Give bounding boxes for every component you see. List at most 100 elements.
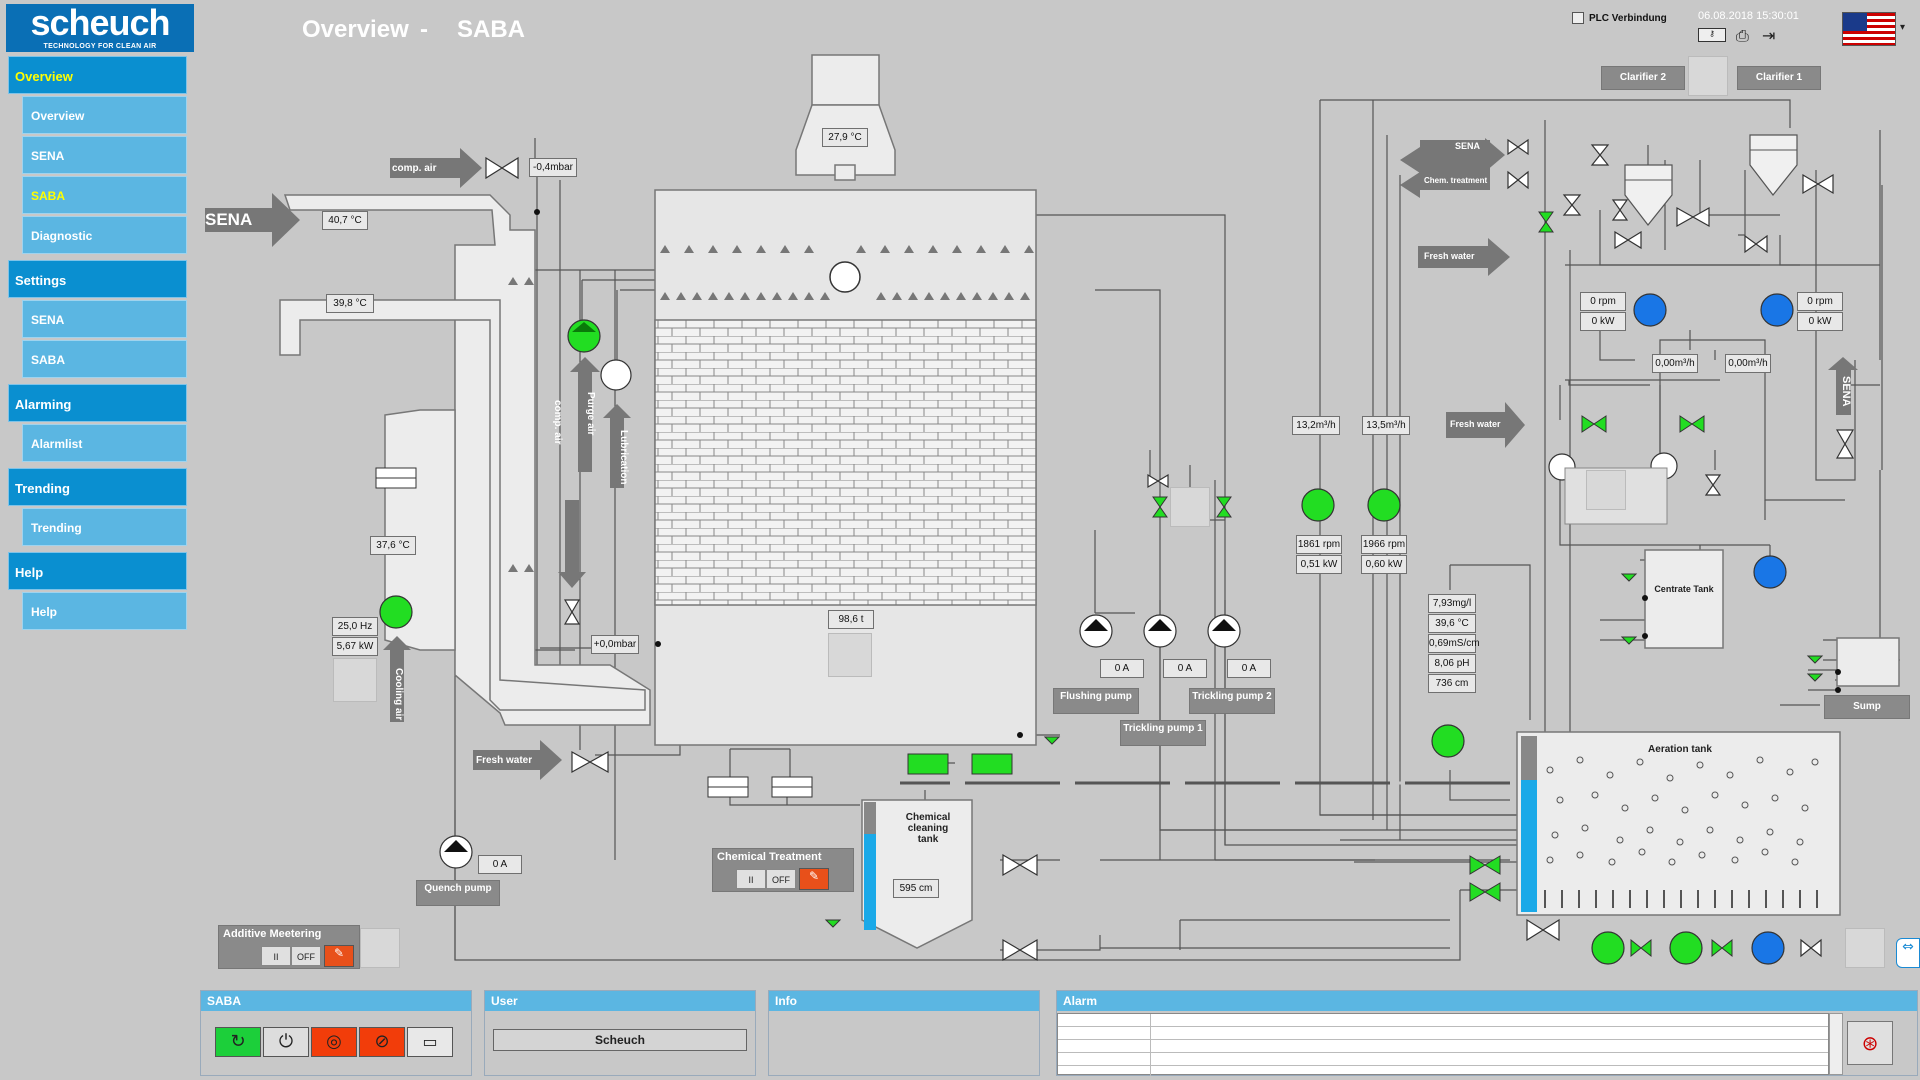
quench-pump-label: Quench pump — [416, 880, 500, 906]
measure-level: 736 cm — [1428, 674, 1476, 693]
plc-checkbox[interactable] — [1572, 12, 1584, 24]
user-panel-header: User — [485, 991, 755, 1011]
fresh-water-2-label: Fresh water — [1424, 251, 1475, 261]
flushing-pump-label: Flushing pump — [1053, 688, 1139, 714]
pressure-bottom: +0,0mbar — [591, 635, 639, 654]
info-panel: Info — [768, 990, 1040, 1076]
chemical-tank-level: 595 cm — [893, 879, 939, 898]
additive-off-switch[interactable]: OFF — [291, 946, 321, 966]
alarm-acknowledge-icon[interactable]: ⊛ — [1847, 1021, 1893, 1065]
chemical-treatment-panel: Chemical Treatment II OFF ✎ — [712, 848, 854, 892]
purge-air-label: Purge air — [585, 392, 596, 436]
datetime: 06.08.2018 15:30:01 — [1698, 10, 1799, 22]
trickling2-current: 0 A — [1227, 659, 1271, 678]
additive-metering-panel: Additive Meetering II OFF ✎ — [218, 925, 360, 969]
chemical-tank-label: Chemical cleaning tank — [905, 812, 951, 845]
trickling-pump-2-label: Trickling pump 2 — [1189, 688, 1275, 714]
page-subtitle: SABA — [457, 16, 526, 43]
fresh-water-3-label: Fresh water — [1450, 419, 1501, 429]
clarifier-2-button[interactable]: Clarifier 2 — [1601, 66, 1685, 90]
pump2-kw: 0,60 kW — [1361, 555, 1407, 574]
nav-overview-sena[interactable]: SENA — [22, 136, 187, 174]
zoom-additive-icon[interactable] — [360, 928, 400, 968]
us-flag-icon[interactable] — [1842, 12, 1896, 46]
scheuch-logo: scheuch TECHNOLOGY FOR CLEAN AIR — [6, 4, 194, 52]
zoom-tower-icon[interactable] — [828, 633, 872, 677]
saba-panel: SABA ↻ ⏻ ◎ ⊘ ▭ — [200, 990, 472, 1076]
nav-settings-sena[interactable]: SENA — [22, 300, 187, 338]
user-panel: User Scheuch — [484, 990, 756, 1076]
lubrication-label: Lubrication — [618, 430, 629, 485]
clarifier-left-flow: 0,00m³/h — [1652, 354, 1698, 373]
nav-diagnostic[interactable]: Diagnostic — [22, 216, 187, 254]
cooling-air-label: Cooling air — [393, 668, 404, 721]
chem-off-switch[interactable]: OFF — [766, 869, 796, 889]
zoom-centrifuge-icon[interactable] — [1586, 470, 1626, 510]
temp-inlet: 40,7 °C — [322, 211, 368, 230]
alarm-list[interactable] — [1057, 1013, 1829, 1076]
emergency-icon[interactable]: ⊘ — [359, 1027, 405, 1057]
fan-frequency: 25,0 Hz — [332, 617, 378, 636]
nav-trending-sub[interactable]: Trending — [22, 508, 187, 546]
nav-overview[interactable]: Overview — [8, 56, 187, 94]
nav-overview-overview[interactable]: Overview — [22, 96, 187, 134]
power-icon[interactable]: ⏻ — [263, 1027, 309, 1057]
nav-settings[interactable]: Settings — [8, 260, 187, 298]
chevron-down-icon[interactable]: ▾ — [1900, 22, 1906, 33]
saba-panel-header: SABA — [201, 991, 471, 1011]
folder-icon[interactable]: ▭ — [407, 1027, 453, 1057]
fan-power: 5,67 kW — [332, 637, 378, 656]
key-icon[interactable]: ⚷ — [1698, 28, 1726, 42]
zoom-trickling-icon[interactable] — [1170, 487, 1210, 527]
plc-label: PLC Verbindung — [1589, 13, 1667, 24]
nav-overview-saba[interactable]: SABA — [22, 176, 187, 214]
quench-current: 0 A — [478, 855, 522, 874]
nav-settings-saba[interactable]: SABA — [22, 340, 187, 378]
sump-label: Sump — [1824, 695, 1910, 719]
pump2-rpm: 1966 rpm — [1361, 535, 1407, 554]
sena-inlet-label: SENA — [205, 210, 253, 229]
logo-tagline: TECHNOLOGY FOR CLEAN AIR — [43, 43, 157, 50]
nav-help-sub[interactable]: Help — [22, 592, 187, 630]
clarifier-left-rpm: 0 rpm — [1580, 292, 1626, 311]
zoom-fan-icon[interactable] — [333, 658, 377, 702]
alarm-panel-header: Alarm — [1057, 991, 1917, 1011]
clarifier-right-kw: 0 kW — [1797, 312, 1843, 331]
stop-icon[interactable]: ◎ — [311, 1027, 357, 1057]
additive-auto-icon[interactable]: ✎ — [324, 945, 354, 967]
start-icon[interactable]: ↻ — [215, 1027, 261, 1057]
logout-icon[interactable]: ⇥ — [1762, 26, 1776, 45]
chem-manual-switch[interactable]: II — [736, 869, 766, 889]
process-diagram — [205, 54, 1900, 965]
zoom-aeration-icon[interactable] — [1845, 928, 1885, 968]
measure-oxygen: 7,93mg/l — [1428, 594, 1476, 613]
chem-treatment-outlet-label: Chem. treatment — [1424, 176, 1488, 185]
info-panel-header: Info — [769, 991, 1039, 1011]
chem-auto-icon[interactable]: ✎ — [799, 868, 829, 890]
clarifier-right-rpm: 0 rpm — [1797, 292, 1843, 311]
nav-alarming[interactable]: Alarming — [8, 384, 187, 422]
flow-2: 13,5m³/h — [1362, 416, 1410, 435]
measure-ph: 8,06 pH — [1428, 654, 1476, 673]
alarm-scrollbar[interactable] — [1829, 1013, 1843, 1075]
nav-help[interactable]: Help — [8, 552, 187, 590]
additive-manual-switch[interactable]: II — [261, 946, 291, 966]
trickling-pump-1-label: Trickling pump 1 — [1120, 720, 1206, 746]
nav-trending[interactable]: Trending — [8, 468, 187, 506]
comp-air-vertical-label: comp. air — [552, 400, 563, 445]
alarm-panel: Alarm ⊛ — [1056, 990, 1918, 1076]
clarifier-1-button[interactable]: Clarifier 1 — [1737, 66, 1821, 90]
measure-conductivity: 0,69mS/cm — [1428, 634, 1480, 653]
printer-icon[interactable]: ⎙ — [1736, 26, 1749, 45]
page-title: Overview — [302, 16, 409, 43]
pump1-kw: 0,51 kW — [1296, 555, 1342, 574]
nav-alarmlist[interactable]: Alarmlist — [22, 424, 187, 462]
level-t: 98,6 t — [828, 610, 874, 629]
zoom-clarifier-icon[interactable] — [1688, 56, 1728, 96]
teamviewer-icon[interactable]: ⇔ — [1896, 938, 1920, 968]
additive-metering-label: Additive Meetering — [223, 928, 322, 940]
clarifier-left-kw: 0 kW — [1580, 312, 1626, 331]
aeration-tank-label: Aeration tank — [1648, 744, 1712, 755]
title-separator: - — [420, 16, 428, 43]
temp-duct-2: 39,8 °C — [326, 294, 374, 313]
